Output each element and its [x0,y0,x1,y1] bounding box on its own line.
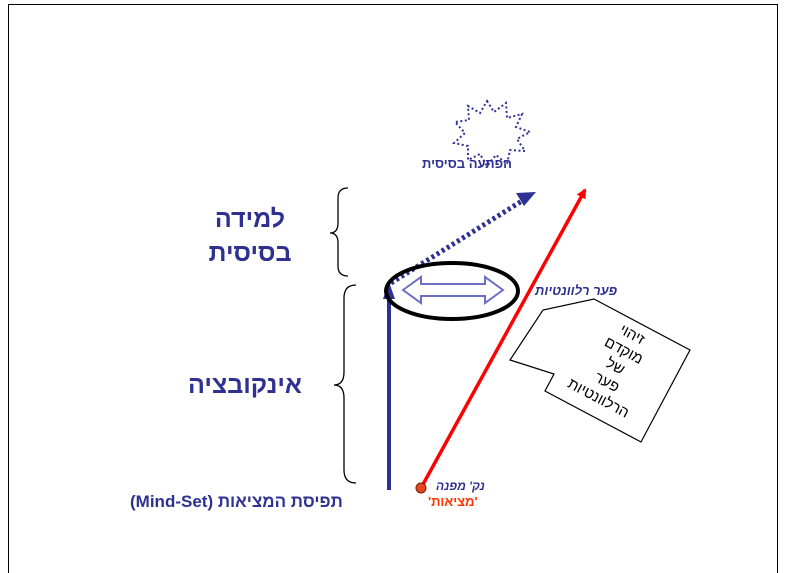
mindset-label: תפיסת המציאות (Mind-Set) [130,492,343,512]
brace-incubation [333,284,357,484]
slide-frame [8,4,778,573]
reality-label: 'מציאות' [428,494,478,509]
learning-label-line1: למידה [214,205,286,233]
reality-line [419,188,587,489]
mindset-label-text: תפיסת המציאות (Mind-Set) [130,492,343,511]
gap-ellipse [384,261,520,321]
turning-point-label: נק' מפנה [436,479,485,493]
turning-point-dot [415,482,427,494]
double-arrow-icon [401,275,505,305]
basic-surprise-label: הפתעה בסיסית [422,156,512,171]
learning-label-line2: בסיסית [208,239,292,267]
relevance-gap-label: פער רלוונטיות [535,283,618,298]
brace-learning [329,187,349,277]
incubation-label: אינקובציה [188,371,302,399]
callout-box [509,298,691,443]
dashed-arrow-head [516,192,536,206]
